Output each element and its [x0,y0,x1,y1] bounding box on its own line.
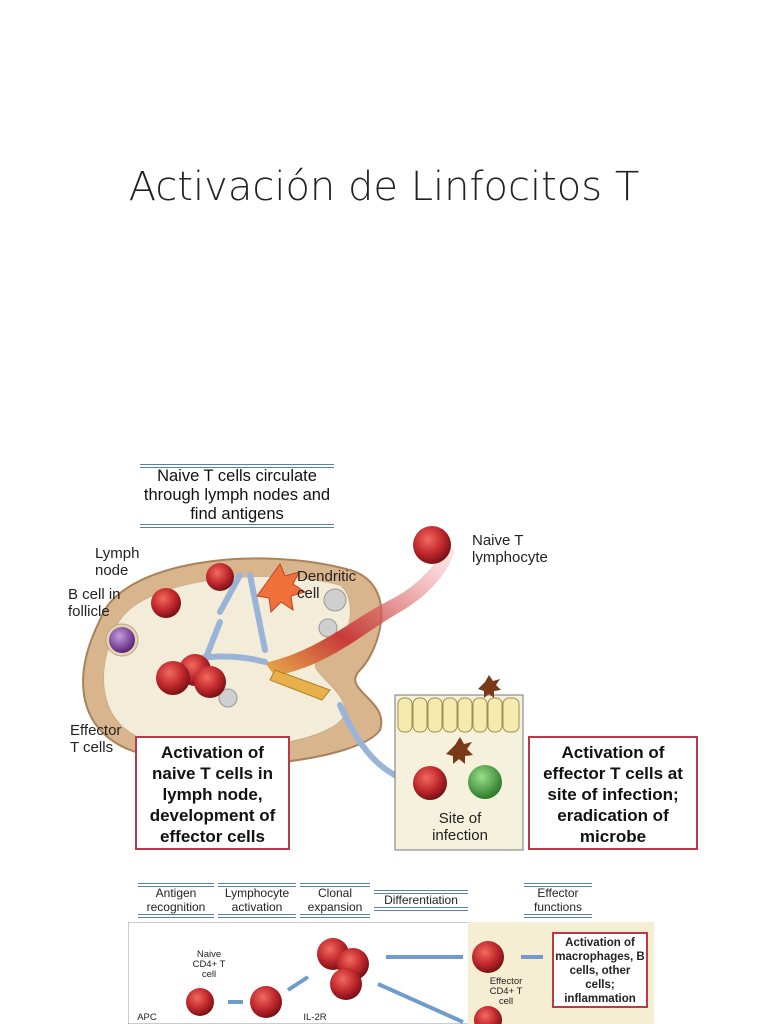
slide-title: Activación de Linfocitos T [128,164,640,210]
label-naive-t: Naive T lymphocyte [472,532,548,566]
step-effector: Effector functions [524,883,592,918]
label-b-cell: B cell in follicle [68,586,121,620]
label-naive-cd4: Naive CD4+ T cell [192,949,226,980]
t-cell-activation-illustration [82,526,524,851]
naive-t-cell [413,526,451,564]
label-effector-t: Effector T cells [70,722,122,756]
b-cell [109,627,135,653]
label-il2r: IL-2R [303,1012,327,1023]
label-lymph-node: Lymph node [95,545,140,579]
step-clonal: Clonal expansion [300,883,370,918]
diagram-header: Naive T cells circulate through lymph no… [140,464,334,528]
label-site-infection: Site of infection [432,810,488,844]
label-apc: APC [137,1012,157,1023]
step-antigen: Antigen recognition [138,883,214,918]
step-differentiation: Differentiation [374,890,468,911]
box-naive-activation: Activation of naive T cells in lymph nod… [135,736,290,850]
label-effector-cd4: Effector CD4+ T cell [489,976,523,1007]
label-dendritic-cell: Dendritic cell [297,568,357,602]
dendritic-cell [256,562,307,614]
step-activation: Lymphocyte activation [218,883,296,918]
box-effector-activation: Activation of effector T cells at site o… [528,736,698,850]
box-macrophage-activation: Activation of macrophages, B cells, othe… [552,932,648,1008]
